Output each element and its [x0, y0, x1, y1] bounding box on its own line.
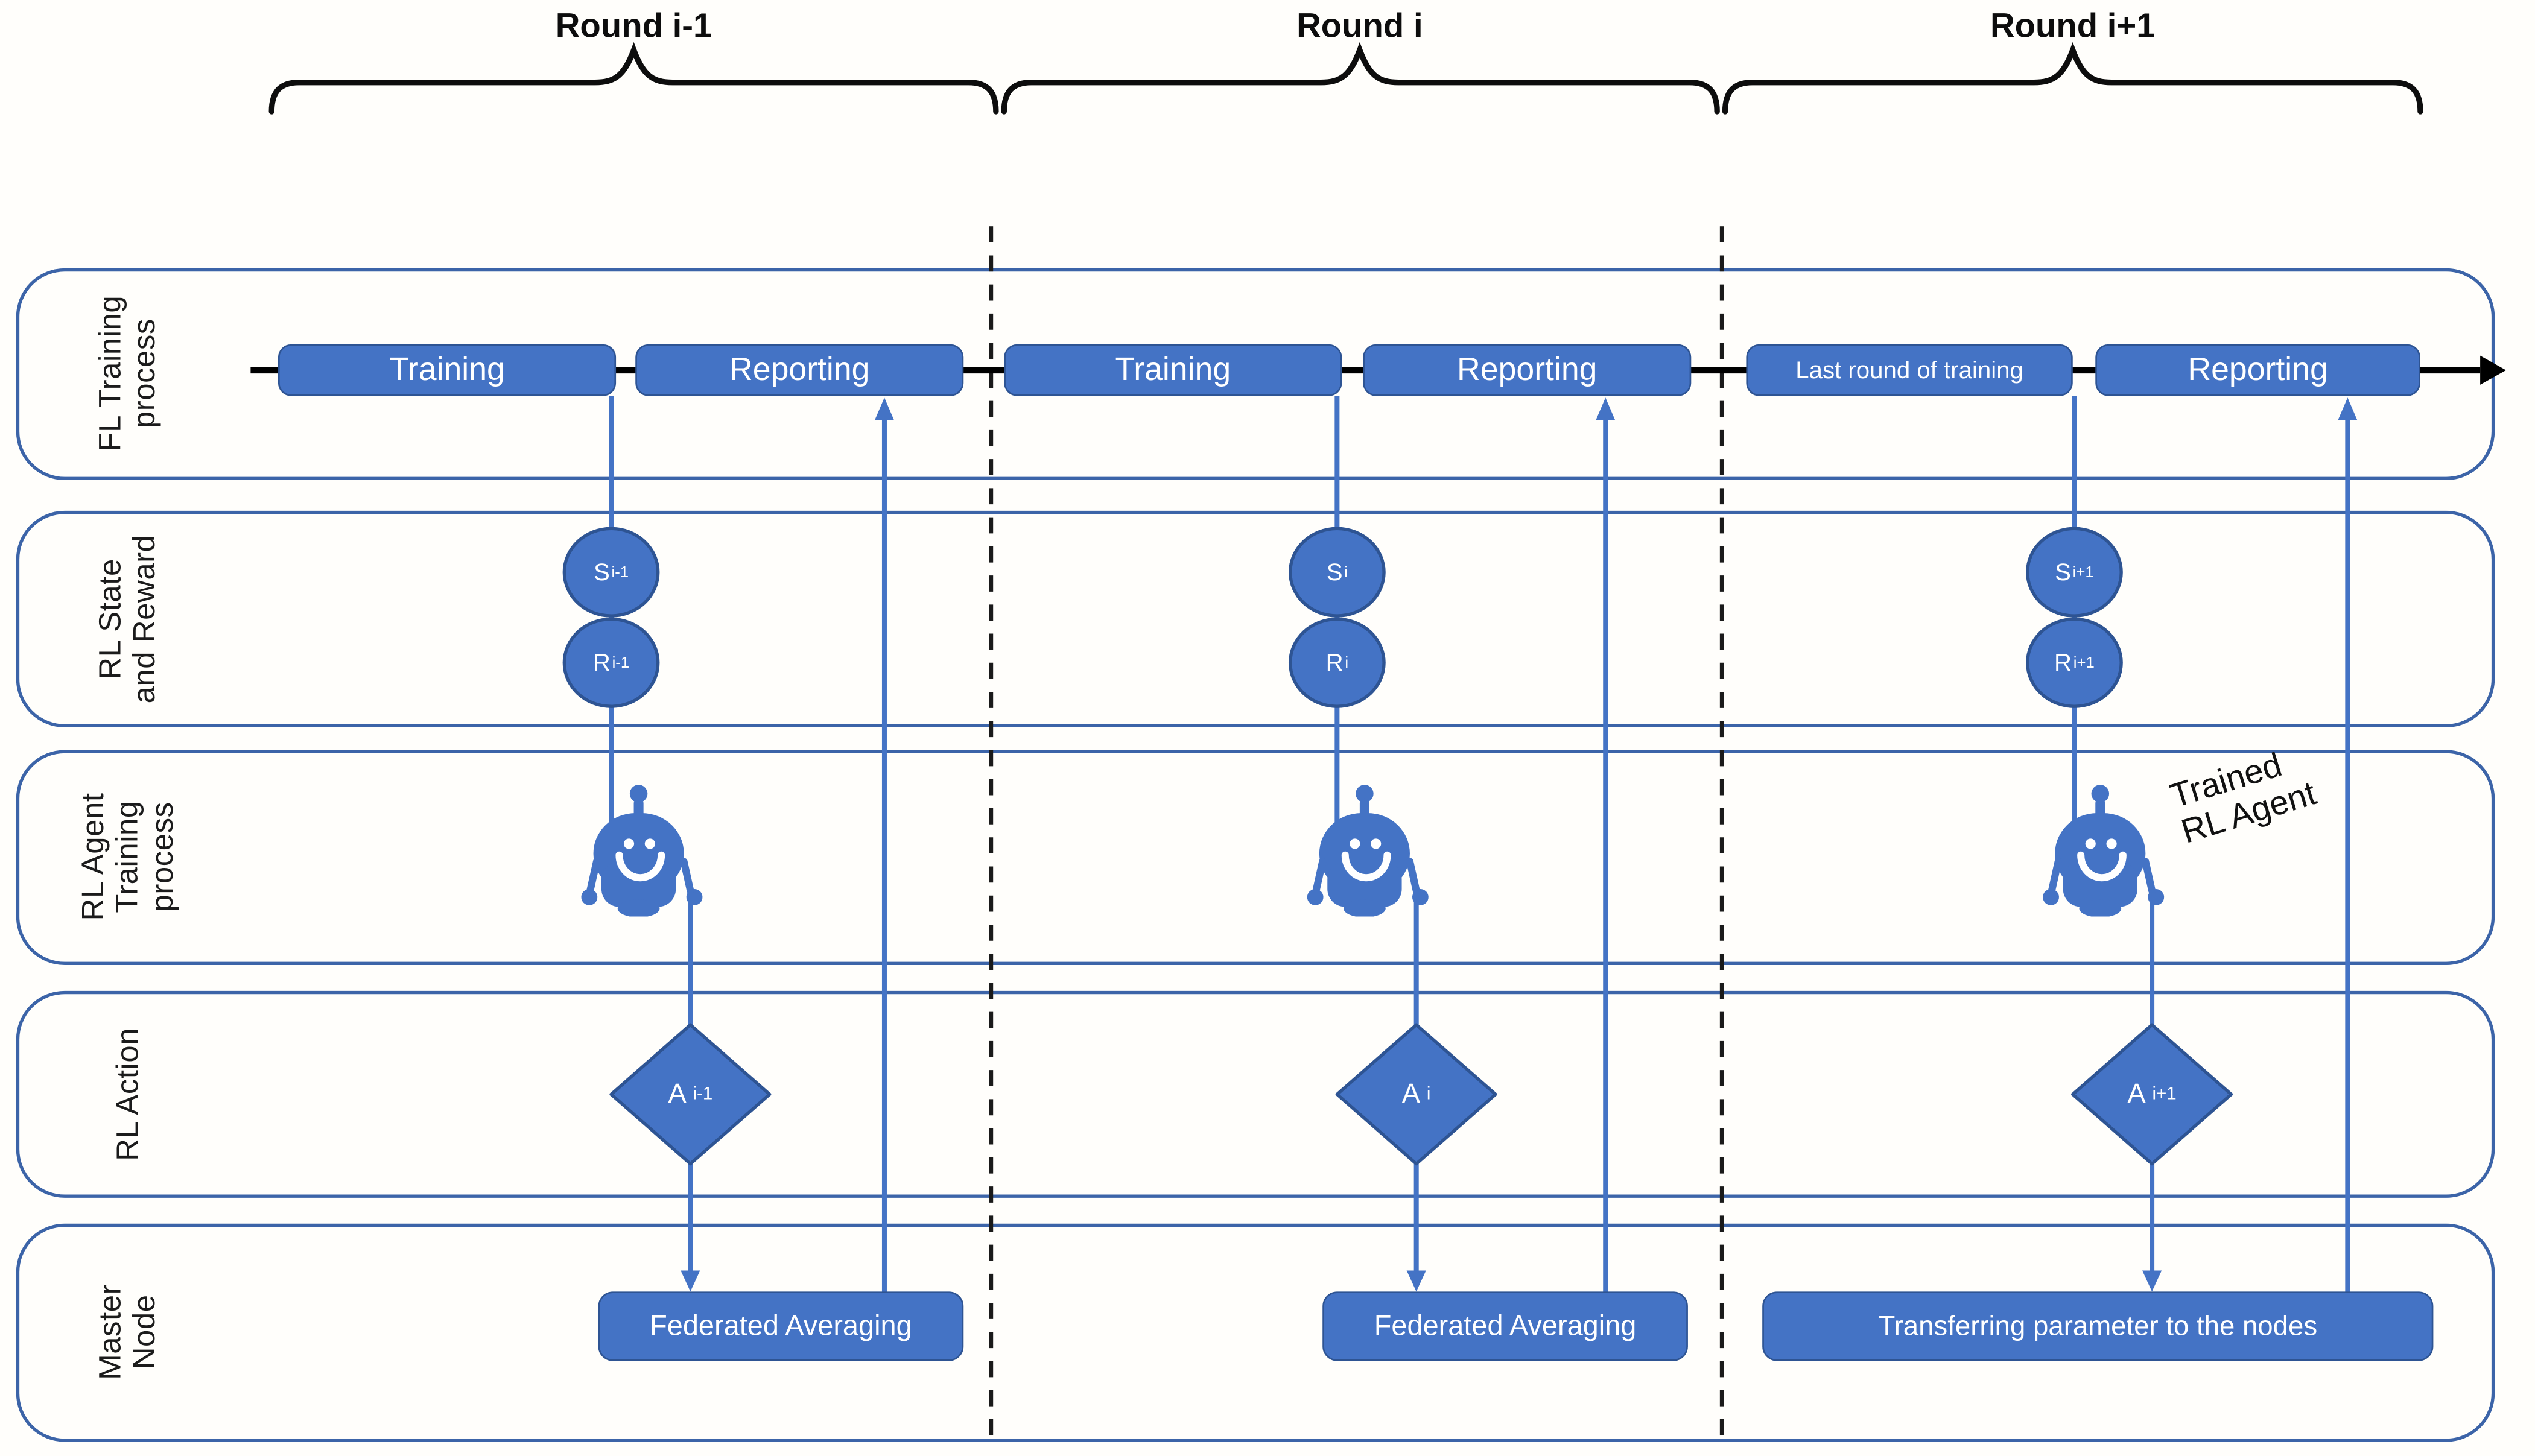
master-box-transferring-parameters: Transferring parameter to the nodes — [1762, 1291, 2434, 1361]
reward-main: R — [2054, 649, 2072, 677]
master-box-federated-averaging-1: Federated Averaging — [598, 1291, 964, 1361]
action-main: A — [2127, 1078, 2146, 1109]
round-brace-i-1 — [268, 42, 999, 115]
round-brace-i — [1001, 42, 1720, 115]
round-label-i-1: Round i-1 — [555, 8, 712, 46]
down-arrowhead — [2142, 1270, 2162, 1292]
robot-icon — [1307, 785, 1429, 917]
robot-icon — [581, 785, 703, 917]
action-main: A — [668, 1078, 687, 1109]
reward-main: R — [1325, 649, 1344, 677]
timeline-box-training-1: Training — [278, 344, 617, 396]
master-box-federated-averaging-2: Federated Averaging — [1322, 1291, 1688, 1361]
lane-rl-agent-training-process — [16, 750, 2495, 965]
timeline-box-reporting-1: Reporting — [635, 344, 964, 396]
up-arrowhead — [2338, 397, 2358, 420]
down-arrowhead — [1406, 1270, 1426, 1292]
state-sub: i-1 — [611, 563, 629, 581]
state-sub: i — [1344, 563, 1348, 581]
round-label-i: Round i — [1296, 8, 1423, 46]
action-sub: i — [1426, 1084, 1431, 1104]
up-arrowhead — [874, 397, 895, 420]
round-label-i-plus-1: Round i+1 — [1990, 8, 2156, 46]
up-arrowhead — [1596, 397, 1616, 420]
timeline-box-last-round-of-training: Last round of training — [1746, 344, 2073, 396]
lane-label-master-node: Master Node — [94, 1283, 163, 1380]
fl-timeline-arrowhead — [2480, 355, 2506, 385]
diamond-shape — [1335, 1023, 1497, 1166]
state-main: S — [2055, 558, 2071, 586]
action-main: A — [1401, 1078, 1421, 1109]
action-sub: i+1 — [2152, 1084, 2177, 1104]
timeline-box-training-2: Training — [1004, 344, 1342, 396]
down-arrowhead — [681, 1270, 700, 1292]
lane-rl-action — [16, 990, 2495, 1198]
reward-sub: i+1 — [2073, 654, 2095, 672]
lane-rl-state-and-reward — [16, 510, 2495, 727]
reward-sub: i-1 — [612, 654, 630, 672]
lane-label-rl-state-and-reward: RL State and Reward — [94, 534, 163, 704]
diamond-shape — [2071, 1023, 2233, 1166]
reward-sub: i — [1345, 654, 1349, 672]
robot-icon-trained — [2043, 785, 2165, 917]
round-brace-i-plus-1 — [1722, 42, 2423, 115]
state-main: S — [1326, 558, 1343, 586]
timeline-box-reporting-3: Reporting — [2095, 344, 2420, 396]
state-sub: i+1 — [2072, 563, 2094, 581]
lane-label-rl-agent-training-process: RL Agent Training process — [77, 793, 181, 921]
reward-main: R — [592, 649, 611, 677]
state-main: S — [593, 558, 610, 586]
action-sub: i-1 — [693, 1084, 713, 1104]
lane-label-rl-action: RL Action — [112, 1027, 146, 1161]
diamond-shape — [609, 1023, 772, 1166]
timeline-box-reporting-2: Reporting — [1363, 344, 1692, 396]
lane-label-fl-training-process: FL Training process — [94, 295, 163, 452]
lane-master-node — [16, 1223, 2495, 1442]
